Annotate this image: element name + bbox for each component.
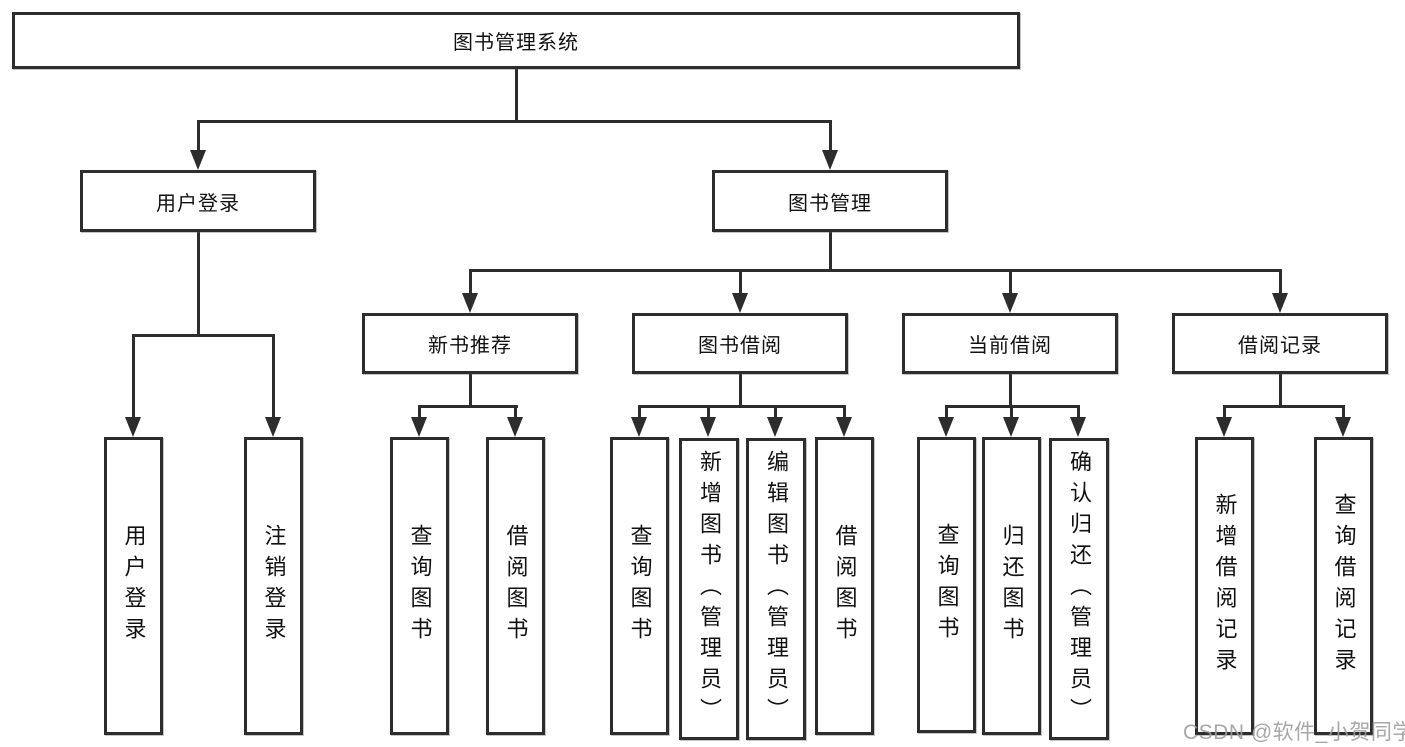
connector-line: [197, 232, 200, 336]
connector-line: [829, 120, 832, 152]
node-user-login: 用户登录: [80, 170, 316, 232]
arrow-down-icon: [822, 150, 838, 170]
node-root-label: 图书管理系统: [453, 32, 579, 54]
leaf-current-confirm-return-admin: 确认归还（管理员）: [1049, 438, 1109, 740]
connector-line: [739, 374, 742, 408]
node-book-management-label: 图书管理: [788, 192, 872, 215]
arrow-down-icon: [1002, 293, 1018, 313]
connector-line: [514, 405, 517, 419]
connector-line: [1010, 405, 1013, 419]
arrow-down-icon: [190, 150, 206, 170]
connector-line: [418, 405, 421, 419]
leaf-borrow-add-books-admin-label: 新增图书（管理员）: [697, 449, 722, 729]
leaf-user-login-label: 用户登录: [121, 524, 147, 648]
connector-line: [197, 120, 200, 152]
leaf-borrow-query-books-label: 查询图书: [627, 524, 653, 648]
node-current-borrow: 当前借阅: [902, 313, 1118, 374]
arrow-down-icon: [732, 293, 748, 313]
connector-line: [515, 68, 518, 121]
leaf-records-add-record: 新增借阅记录: [1195, 437, 1254, 735]
node-borrow-records-label: 借阅记录: [1238, 335, 1322, 357]
arrow-down-icon: [836, 417, 852, 437]
leaf-current-query-books: 查询图书: [917, 437, 976, 733]
leaf-logout-label: 注销登录: [261, 524, 287, 648]
node-current-borrow-label: 当前借阅: [968, 335, 1052, 357]
leaf-borrow-add-books-admin: 新增图书（管理员）: [679, 438, 739, 740]
connector-line: [469, 374, 472, 408]
arrow-down-icon: [1272, 293, 1288, 313]
connector-line: [272, 334, 275, 418]
leaf-current-return-books-label: 归还图书: [999, 524, 1025, 648]
leaf-current-confirm-return-admin-label: 确认归还（管理员）: [1067, 449, 1092, 729]
node-book-borrow-label: 图书借阅: [698, 335, 782, 357]
connector-line: [1009, 269, 1012, 295]
leaf-records-query-record-label: 查询借阅记录: [1331, 493, 1357, 679]
arrow-down-icon: [462, 293, 478, 313]
arrow-down-icon: [1335, 417, 1351, 437]
node-book-management: 图书管理: [712, 170, 948, 232]
leaf-records-add-record-label: 新增借阅记录: [1212, 493, 1238, 679]
node-new-book-recommend: 新书推荐: [362, 313, 578, 374]
connector-line: [1279, 269, 1282, 295]
node-user-login-label: 用户登录: [156, 192, 240, 215]
arrow-down-icon: [411, 417, 427, 437]
connector-line: [707, 405, 710, 419]
node-book-borrow: 图书借阅: [632, 313, 848, 374]
leaf-current-return-books: 归还图书: [982, 437, 1041, 735]
leaf-borrow-edit-books-admin-label: 编辑图书（管理员）: [764, 449, 789, 729]
connector-line: [1223, 405, 1226, 419]
node-root: 图书管理系统: [12, 12, 1020, 69]
watermark: CSDN @软件_小贺同学: [1183, 721, 1405, 744]
arrow-down-icon: [507, 417, 523, 437]
connector-line: [418, 405, 518, 408]
leaf-recommend-query-books-label: 查询图书: [407, 524, 433, 648]
leaf-borrow-query-books: 查询图书: [610, 437, 669, 735]
connector-line: [132, 334, 275, 337]
connector-line: [132, 334, 135, 418]
node-borrow-records: 借阅记录: [1172, 313, 1388, 374]
connector-line: [774, 405, 777, 419]
connector-line: [1009, 374, 1012, 408]
connector-line: [1342, 405, 1345, 419]
leaf-recommend-query-books: 查询图书: [390, 437, 449, 735]
arrow-down-icon: [125, 417, 141, 437]
connector-line: [638, 405, 846, 408]
arrow-down-icon: [1070, 417, 1086, 437]
node-new-book-recommend-label: 新书推荐: [428, 335, 512, 357]
connector-line: [197, 120, 832, 123]
leaf-recommend-borrow-books: 借阅图书: [486, 437, 545, 735]
leaf-records-query-record: 查询借阅记录: [1314, 437, 1373, 735]
connector-line: [829, 232, 832, 272]
connector-line: [1077, 405, 1080, 419]
arrow-down-icon: [700, 417, 716, 437]
connector-line: [739, 269, 742, 295]
leaf-current-query-books-label: 查询图书: [934, 523, 960, 647]
leaf-borrow-borrow-books: 借阅图书: [815, 437, 874, 735]
leaf-user-login: 用户登录: [104, 437, 163, 735]
leaf-logout: 注销登录: [244, 437, 303, 735]
connector-line: [1223, 405, 1345, 408]
leaf-borrow-borrow-books-label: 借阅图书: [832, 524, 858, 648]
arrow-down-icon: [1003, 417, 1019, 437]
arrow-down-icon: [767, 417, 783, 437]
arrow-down-icon: [938, 417, 954, 437]
arrow-down-icon: [265, 417, 281, 437]
connector-line: [469, 269, 472, 295]
arrow-down-icon: [631, 417, 647, 437]
leaf-borrow-edit-books-admin: 编辑图书（管理员）: [746, 438, 806, 740]
connector-line: [638, 405, 641, 419]
connector-line: [1279, 374, 1282, 408]
connector-line: [843, 405, 846, 419]
connector-line: [945, 405, 948, 419]
leaf-recommend-borrow-books-label: 借阅图书: [503, 524, 529, 648]
arrow-down-icon: [1216, 417, 1232, 437]
connector-line: [469, 269, 1282, 272]
